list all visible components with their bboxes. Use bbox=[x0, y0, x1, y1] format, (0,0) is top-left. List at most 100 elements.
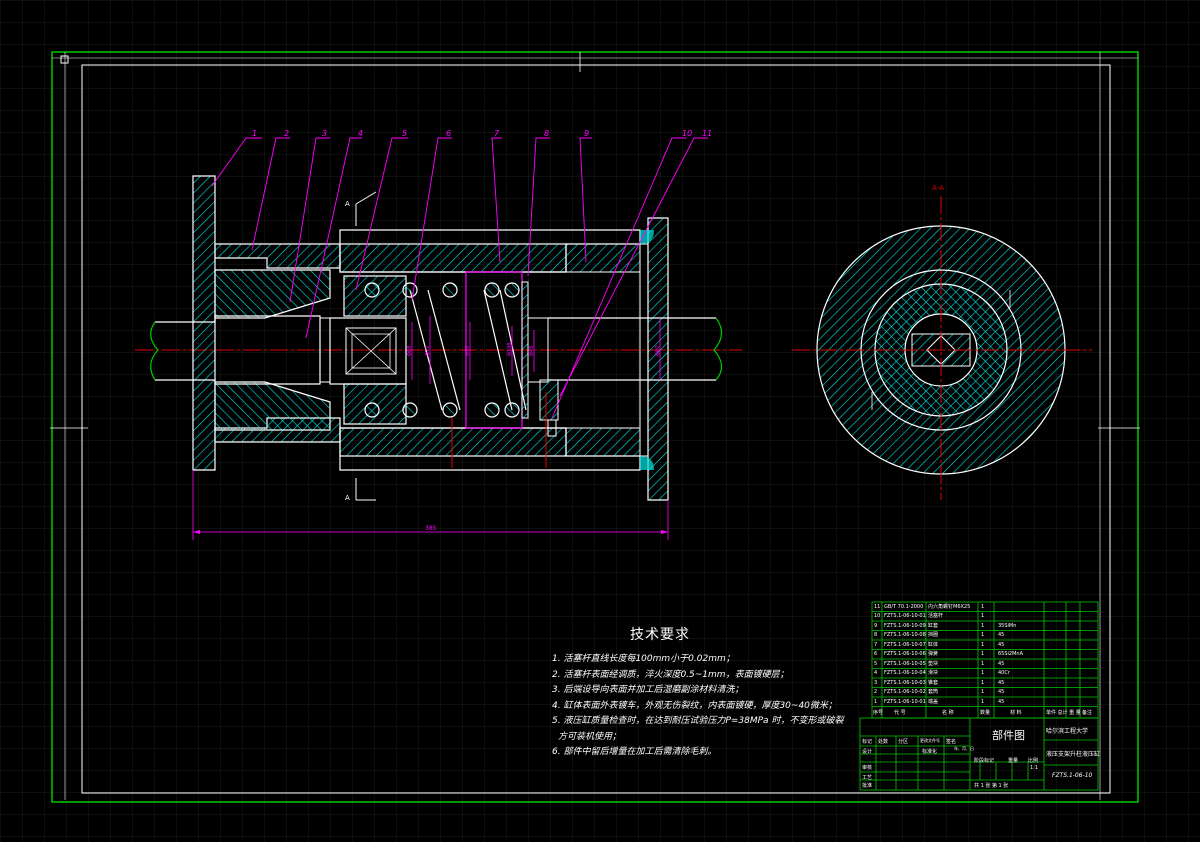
part-label-10: 10 bbox=[682, 129, 692, 138]
a-a-view: A-A bbox=[792, 184, 1092, 500]
bom-cell-material: 45 bbox=[998, 632, 1005, 638]
bom-cell-qty: 1 bbox=[981, 660, 985, 667]
bom-cell-name: 缸体 bbox=[928, 641, 939, 648]
bom-cell-no: 2 bbox=[874, 689, 878, 695]
part-label-3: 3 bbox=[322, 129, 327, 138]
revision-header: 标记 bbox=[862, 739, 873, 745]
tech-requirement-item: 1. 活塞杆直线长度每100mm小于0.02mm； bbox=[552, 654, 735, 664]
bom-header-no: 序号 bbox=[873, 709, 884, 716]
bom-cell-no: 8 bbox=[874, 632, 878, 638]
bom-cell-name: 套筒 bbox=[928, 689, 939, 695]
bom-cell-qty: 1 bbox=[981, 698, 985, 705]
tech-requirement-item: 2. 活塞杆表面经调质，淬火深度0.5~1mm，表面镀硬层； bbox=[552, 669, 789, 680]
bom-cell-qty: 1 bbox=[981, 622, 985, 629]
bom-cell-no: 5 bbox=[874, 660, 878, 667]
section-mark-top: A bbox=[345, 200, 350, 208]
bom-cell-no: 6 bbox=[874, 651, 878, 657]
bom-header-code: 代 号 bbox=[894, 709, 906, 716]
bom-cell-name: 缸套 bbox=[928, 622, 939, 629]
bom-cell-name: 滑块 bbox=[928, 670, 939, 676]
part-label-1: 1 bbox=[252, 129, 257, 138]
tech-requirement-item: 4. 缸体表面外表镀车，外观无伤裂纹，内表面镀硬，厚度30~40微米； bbox=[552, 700, 837, 711]
part-label-9: 9 bbox=[584, 129, 589, 138]
dim-5: Φ48 bbox=[529, 346, 535, 356]
bom-cell-qty: 1 bbox=[981, 613, 985, 619]
part-label-11: 11 bbox=[702, 129, 712, 138]
bom-cell-name: 锥套 bbox=[928, 679, 939, 686]
check-label: 审核 bbox=[862, 765, 873, 771]
bom-cell-code: FZTS.1-06-10-05 bbox=[884, 660, 926, 667]
bom-cell-material: 45 bbox=[998, 641, 1005, 648]
overall-dimension: 385 bbox=[425, 525, 437, 532]
title-block-grid bbox=[859, 601, 1099, 791]
view-label: A-A bbox=[932, 184, 944, 192]
scale: 1:1 bbox=[1030, 765, 1039, 771]
section-view: A A 385 Φ88 Φ72 Φ90 Φ108 Φ48 Φ60 bbox=[135, 129, 742, 540]
part-name: 液压支架升柱液压缸 bbox=[1046, 751, 1101, 758]
bom-cell-material: 40Cr bbox=[998, 670, 1010, 676]
bom-cell-material: 45 bbox=[998, 660, 1005, 667]
bom-cell-code: FZTS.1-06-10-06 bbox=[884, 651, 926, 657]
bom-cell-no: 3 bbox=[874, 679, 878, 686]
revision-header: 处数 bbox=[878, 739, 889, 745]
bom-header-name: 名 称 bbox=[942, 709, 954, 716]
bom-cell-material: 45 bbox=[998, 689, 1005, 695]
tech-requirements-list: 1. 活塞杆直线长度每100mm小于0.02mm； 2. 活塞杆表面经调质，淬火… bbox=[552, 652, 852, 761]
tech-requirement-item: 方可装机使用； bbox=[558, 731, 622, 742]
bom-header-qty: 数量 bbox=[980, 709, 991, 716]
stage-label: 阶段标记 bbox=[974, 758, 995, 764]
std-label: 标准化 bbox=[922, 749, 938, 755]
bom-cell-qty: 1 bbox=[981, 632, 985, 638]
inner-frame bbox=[81, 64, 1111, 794]
bom-header-note: 备注 bbox=[1082, 709, 1093, 716]
tech-requirement-item: 3. 后端设导向表面并加工后湿磨副涂材料清洗； bbox=[552, 685, 744, 695]
bom-cell-name: 活塞杆 bbox=[928, 613, 944, 619]
bom-cell-no: 4 bbox=[874, 670, 878, 676]
bom-header-material: 材 料 bbox=[1010, 709, 1022, 716]
revision-header: 分区 bbox=[898, 739, 909, 745]
tech-requirement-item: 6. 部件中留后增量在加工后需清除毛刺。 bbox=[552, 747, 717, 757]
dim-1: Φ88 bbox=[407, 346, 413, 356]
part-label-6: 6 bbox=[446, 129, 451, 138]
bom-cell-material: 35SiMn bbox=[998, 622, 1017, 629]
section-mark-bottom: A bbox=[345, 494, 350, 502]
bom-cell-material: 45 bbox=[998, 698, 1005, 705]
dim-2: Φ72 bbox=[425, 346, 431, 356]
drawing-number: FZTS.1-06-10 bbox=[1052, 772, 1093, 779]
bom-cell-qty: 1 bbox=[981, 651, 985, 657]
bom-cell-material: 45 bbox=[998, 679, 1005, 686]
revision-header: 签名 bbox=[946, 739, 957, 745]
bom-cell-qty: 1 bbox=[981, 603, 985, 610]
dim-3: Φ90 bbox=[465, 346, 471, 356]
part-label-5: 5 bbox=[402, 129, 407, 138]
tech-requirements-title: 技术要求 bbox=[630, 627, 690, 643]
bom-cell-name: 端盖 bbox=[928, 698, 939, 705]
bom-cell-code: FZTS.1-06-10-03 bbox=[884, 679, 926, 686]
bom-cell-material: 65Si2MnA bbox=[998, 651, 1024, 657]
outer-sheet-border bbox=[51, 51, 1139, 803]
bom-cell-code: FZTS.1-06-10-01 bbox=[884, 613, 926, 619]
revision-header: 年、月、日 bbox=[954, 746, 974, 751]
bom-cell-code: FZTS.1-06-10-07 bbox=[884, 641, 926, 648]
process-label: 工艺 bbox=[862, 775, 873, 781]
bom-cell-name: 垫块 bbox=[928, 660, 939, 667]
ratio-label: 比例 bbox=[1028, 758, 1039, 764]
part-label-4: 4 bbox=[358, 129, 363, 138]
bom-cell-code: FZTS.1-06-10-04 bbox=[884, 670, 926, 676]
approve-label: 批准 bbox=[862, 783, 873, 789]
bom-header-weight: 单件 总计 重 量 bbox=[1046, 709, 1081, 716]
bom-cell-no: 10 bbox=[874, 613, 881, 619]
bom-cell-no: 7 bbox=[874, 641, 878, 648]
dim-6: Φ60 bbox=[655, 346, 661, 356]
bom-cell-no: 11 bbox=[874, 603, 881, 610]
revision-header: 更改文件号 bbox=[920, 738, 940, 743]
bom-cell-qty: 1 bbox=[981, 670, 985, 676]
bom-cell-qty: 1 bbox=[981, 679, 985, 686]
bom-cell-code: FZTS.1-06-10-08 bbox=[884, 632, 926, 638]
bom-cell-name: 挡圈 bbox=[928, 632, 939, 638]
bom-cell-qty: 1 bbox=[981, 641, 985, 648]
bom-cell-qty: 1 bbox=[981, 689, 985, 695]
part-label-7: 7 bbox=[494, 129, 500, 138]
weight-label: 重量 bbox=[1008, 758, 1019, 764]
